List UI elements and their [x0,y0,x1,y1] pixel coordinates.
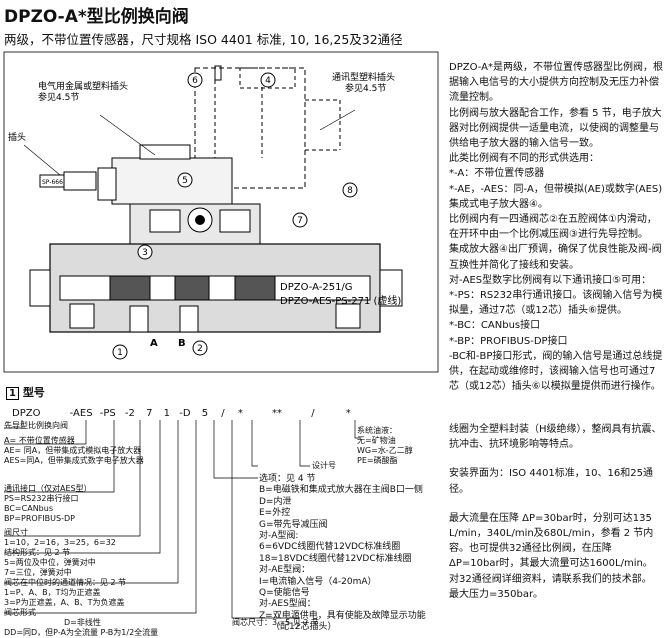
callout-4: 4 [265,76,271,86]
callout-6: 6 [192,76,198,86]
desc-p10: *-BC：CANbus接口 [449,320,541,332]
label-plug-left: 电气用金属或塑料插头 [38,80,128,92]
code-series: 先导型比例换向阀 [4,421,68,430]
desc-p1: DPZO-A*是两级，不带位置传感器型比例阀，根据输入电信号的大小提供方向控制及… [449,62,663,104]
drawing-frame [3,51,439,373]
callout-2: 2 [197,344,203,354]
description-text-2: 线圈为全塑料封装（H级绝缘），整阀具有抗震、抗冲击、抗环境影响等特点。 安装界面… [449,422,663,602]
code-design-number: 设计号 [312,461,336,470]
desc2-p2: 安装界面为：ISO 4401标准，10、16和25通径。 [449,468,653,495]
desc-p4: *-A：不带位置传感器 [449,168,545,180]
code-interface: 通讯接口（仅对AES型） PS=RS232串行接口 BC=CANbus BP=P… [4,484,92,523]
section-title: 型号 [22,386,45,399]
label-model-1: DPZO-A-251/G [280,282,353,293]
label-model-2: DPZO-AES-PS-271 (虚线) [280,294,401,307]
desc2-p5: 最大压力=350bar。 [449,588,544,600]
desc-p2: 比例阀与放大器配合工作，参看 5 节，电子放大器对比例阀提供一适量电流，以使阀的… [449,107,662,150]
desc-p6: 比例阀内有一四通阀芯②在五腔阀体①内滑动，在开环中由一个比例减压阀③进行先导控制… [449,214,657,241]
page-title: DPZO-A*型比例换向阀 [4,7,189,27]
desc-p8: 对-AES型数字比例阀有以下通讯接口⑤可用： [449,274,652,286]
label-plug-right-ref: 参见4.5节 [345,82,386,94]
code-option-list: 选项：见 4 节 B=电磁铁和集成式放大器在主阀B口一侧 D=内泄 E=外控 G… [259,474,426,633]
desc-p12: -BC和-BP接口形式，阀的输入信号是通过总线提供，在起动或维修时，该阀输入信号… [449,350,663,393]
plug-connector [63,171,97,191]
port-a-label: A [150,338,158,349]
callout-3: 3 [142,248,148,258]
callout-8: 8 [347,186,353,196]
valve-sectional-drawing: SP-666 6 4 5 3 1 2 7 8 电气用金属或塑料插头 [3,51,439,373]
callout-7: 7 [297,216,303,226]
port-b-label: B [178,338,186,349]
desc-p3: 此类比例阀有不同的形式供选用： [449,153,599,165]
desc-p9: *-PS：RS232串行通讯接口。该阀输入信号为模拟量，通过7芯（或12芯）插头… [449,290,663,317]
desc-p5: *-AE，-AES：同-A，但带模拟(AE)或数字(AES)集成式电子放大器④。 [449,183,663,210]
code-spool-type: 阀芯形式 D=非线性 DD=同D，但P-A为全流量 P-B为1/2全流量 [4,608,159,637]
label-plug: 插头 [8,131,26,143]
desc-p7: 集成放大器④出厂预调，确保了优良性能及阀-阀互换性并简化了接线和安装。 [449,244,662,271]
desc2-p3: 最大流量在压降 ΔP=30bar时，分别可达135 L/min，340L/min… [449,512,654,570]
code-spool-size: 阀芯尺寸：3，5 见 2 节 [232,618,319,627]
callout-1: 1 [117,348,123,358]
section-heading: 1 型号 [6,384,45,400]
desc-p11: *-BP：PROFIBUS-DP接口 [449,335,568,347]
code-spool-center: 阀芯在中位时的通道情况：见 2 节 1=P、A、B，T均为正遮盖 3=P为正遮盖… [4,578,127,607]
page-subtitle: 两级，不带位置传感器，尺寸规格 ISO 4401 标准, 10, 16,25及3… [4,32,403,47]
description-text: DPZO-A*是两级，不带位置传感器型比例阀，根据输入电信号的大小提供方向控制及… [449,60,663,394]
amplifier-outline [194,67,306,189]
code-size: 阀尺寸 1=10，2=16，3=25，6=32 [4,528,116,547]
section-number: 1 [6,387,19,400]
desc2-p4: 对32通径阀详细资料，请联系我们的技术部。 [449,573,652,585]
desc2-p1: 线圈为全塑料封装（H级绝缘），整阀具有抗震、抗冲击、抗环境影响等特点。 [449,424,662,451]
model-code-row: DPZO -AES -PS -2 7 1 -D 5 / * ** / * [12,408,351,419]
label-plug-right: 通讯型塑料插头 [332,71,395,83]
model-code-tree [4,420,360,619]
solenoid-body [111,157,233,205]
connector-tag: SP-666 [42,179,63,186]
code-config: 结构形式：见 2 节 5=两位及中位，弹簧对中 7=三位，弹簧对中 [4,548,96,577]
callout-5: 5 [182,176,188,186]
code-options: A= 不带位置传感器 AE= 同A，但带集成式模拟电子放大器 AES=同A，但带… [4,436,144,465]
label-plug-left-ref: 参见4.5节 [38,91,79,103]
code-fluid: 系统油液： 无=矿物油 WG=水-乙二醇 PE=磷酸酯 [357,426,413,465]
